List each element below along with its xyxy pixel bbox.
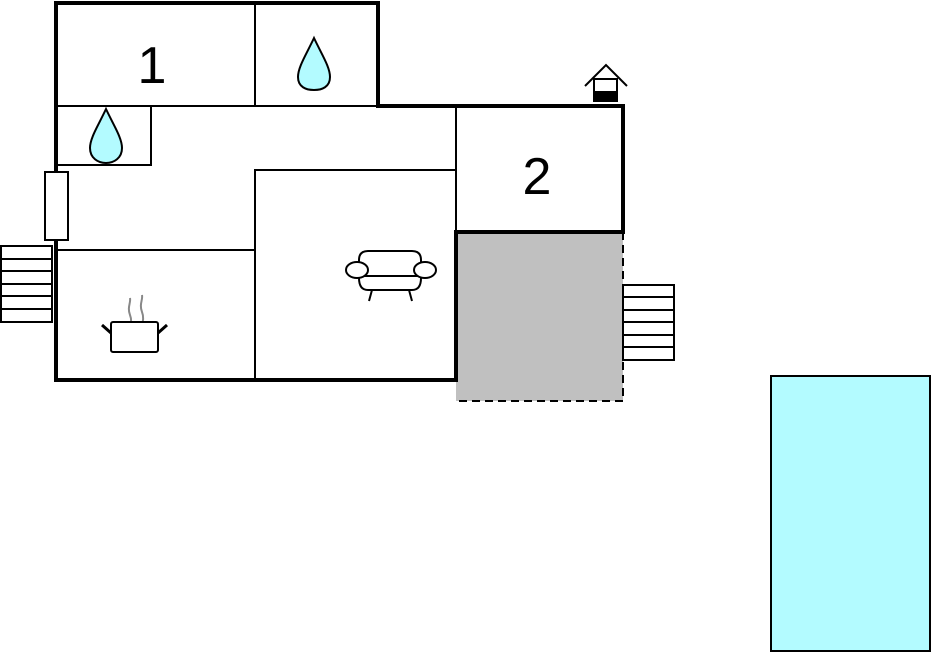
terrace bbox=[456, 232, 623, 401]
water-drop-icon bbox=[88, 106, 124, 165]
well-icon bbox=[584, 63, 628, 102]
cooking-pot-icon bbox=[101, 294, 168, 353]
stairs-right bbox=[622, 284, 675, 361]
armchair-icon bbox=[345, 250, 437, 302]
exterior-walls bbox=[54, 1, 625, 382]
door bbox=[44, 171, 69, 241]
water-drop-icon bbox=[296, 35, 332, 92]
swimming-pool bbox=[770, 375, 931, 652]
room-label-1: 1 bbox=[138, 37, 167, 95]
room-label-2: 2 bbox=[523, 148, 552, 206]
stairs-left bbox=[0, 245, 53, 323]
